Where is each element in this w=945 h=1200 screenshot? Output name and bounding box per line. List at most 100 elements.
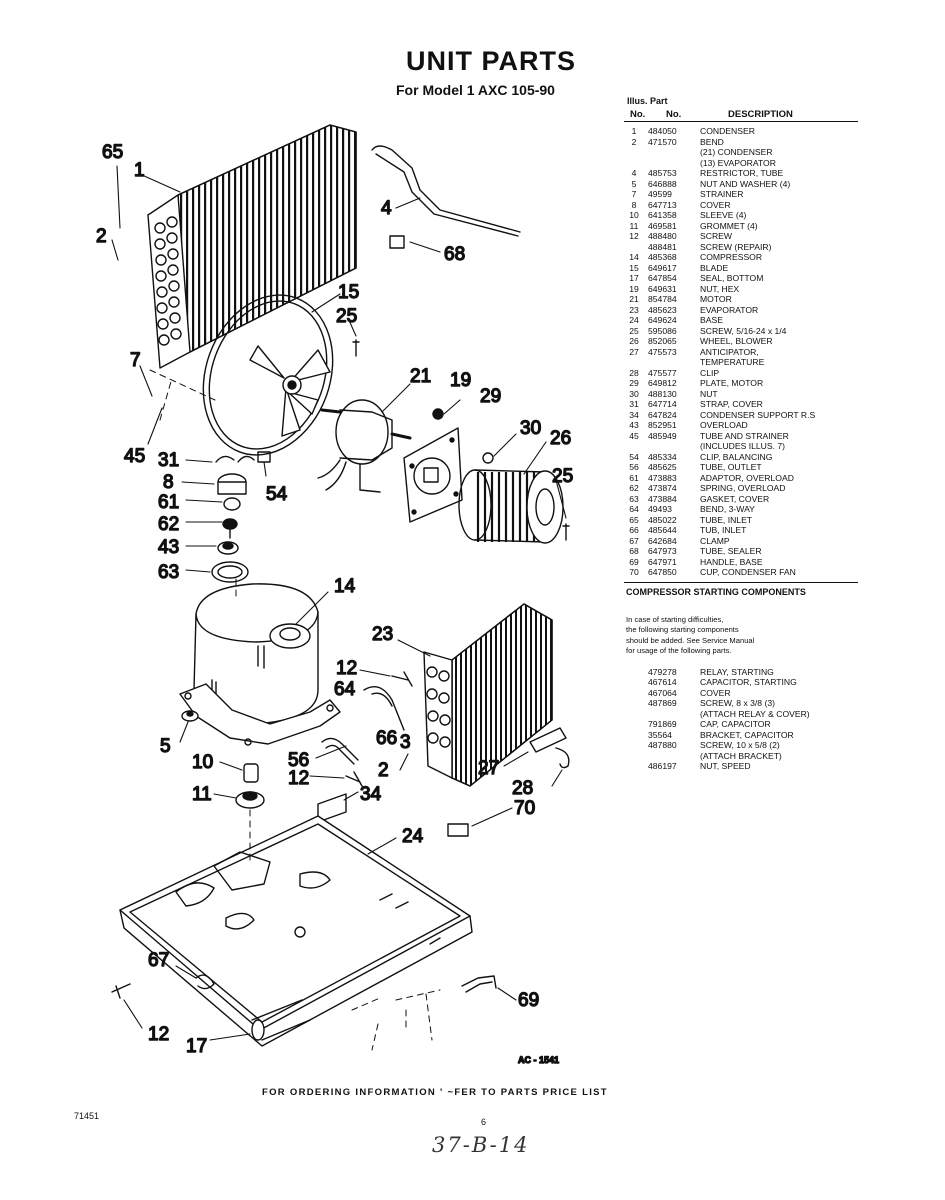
description-cell: NUT, HEX xyxy=(700,283,740,294)
motor-plate xyxy=(403,427,463,523)
part-no-cell: 595086 xyxy=(648,325,677,336)
description-cell: SLEEVE (4) xyxy=(700,210,747,220)
part-no-cell: 469581 xyxy=(648,220,677,231)
description-cell: COVER xyxy=(700,199,731,210)
clip-28 xyxy=(555,747,570,769)
description-cell: BEND, 3-WAY xyxy=(700,504,755,514)
description-cell: (ATTACH BRACKET) xyxy=(700,750,782,761)
illus-no-cell: 25 xyxy=(629,325,639,336)
restrictor-tube xyxy=(371,145,521,233)
part-no-cell: 485753 xyxy=(648,168,677,178)
illus-no-cell: 11 xyxy=(629,220,639,231)
blower-wheel xyxy=(458,469,564,544)
description-cell: SCREW xyxy=(700,231,732,241)
svg-text:64: 64 xyxy=(334,679,356,700)
illus-no-cell: 15 xyxy=(629,262,639,273)
description-cell: ADAPTOR, OVERLOAD xyxy=(700,472,794,483)
note-line: the following starting components xyxy=(626,625,739,634)
svg-text:12: 12 xyxy=(336,658,357,679)
screw-12c xyxy=(111,983,131,999)
illus-no-cell: 61 xyxy=(629,472,639,483)
description-cell: CUP, CONDENSER FAN xyxy=(700,567,796,577)
fan-cup xyxy=(447,823,469,837)
illus-no-cell: 56 xyxy=(629,462,639,472)
drawing-code: AC - 1541 xyxy=(518,1055,559,1065)
nut-and-washer xyxy=(181,710,199,722)
three-way-bend xyxy=(363,686,405,731)
description-cell: SCREW (REPAIR) xyxy=(700,241,772,252)
illus-no-cell: 12 xyxy=(629,231,639,241)
compressor-note: In case of starting difficulties,the fol… xyxy=(626,615,858,657)
illus-no-cell: 14 xyxy=(629,252,639,262)
part-no-cell: 647824 xyxy=(648,409,677,420)
svg-text:10: 10 xyxy=(192,752,213,773)
page-number: 6 xyxy=(481,1117,487,1127)
part-no-cell: 467064 xyxy=(648,687,677,698)
callout-labels: 65 1 2 7 45 4 68 15 25 21 19 29 30 26 25… xyxy=(95,141,574,1057)
svg-text:54: 54 xyxy=(266,484,288,505)
fan-blade xyxy=(202,294,334,456)
part-no-cell: 473884 xyxy=(648,493,677,504)
description-cell: BRACKET, CAPACITOR xyxy=(700,729,794,740)
description-cell: HANDLE, BASE xyxy=(700,556,763,567)
description-cell: NUT, SPEED xyxy=(700,761,751,771)
illus-no-cell: 66 xyxy=(629,525,639,535)
description-cell: CAP, CAPACITOR xyxy=(700,719,771,729)
base-pan xyxy=(119,815,473,1047)
svg-text:12: 12 xyxy=(288,768,309,789)
svg-text:68: 68 xyxy=(444,244,465,265)
svg-text:4: 4 xyxy=(381,198,392,219)
part-no-cell: 479278 xyxy=(648,666,677,677)
section-divider xyxy=(624,581,858,583)
part-no-cell: 485625 xyxy=(648,462,677,472)
illus-no-cell: 27 xyxy=(629,346,639,357)
part-no-cell: 473874 xyxy=(648,483,677,493)
svg-text:23: 23 xyxy=(372,624,393,645)
svg-text:17: 17 xyxy=(186,1036,207,1057)
description-cell: TUBE, INLET xyxy=(700,514,753,525)
illus-no-cell: 68 xyxy=(629,546,639,556)
overload-assembly xyxy=(211,455,255,583)
svg-text:19: 19 xyxy=(450,370,471,391)
description-cell: BLADE xyxy=(700,262,729,273)
part-no-cell: 649617 xyxy=(648,262,677,273)
compressor-row: (ATTACH RELAY & COVER) xyxy=(624,709,858,720)
description-cell: PLATE, MOTOR xyxy=(700,378,764,388)
part-no-cell: 485334 xyxy=(648,451,677,462)
outlet-tube xyxy=(321,737,359,765)
svg-text:2: 2 xyxy=(378,760,389,781)
illus-no-cell: 64 xyxy=(629,504,639,514)
part-no-cell: 647850 xyxy=(648,567,677,577)
part-no-cell: 485644 xyxy=(648,525,677,535)
compressor-row: (ATTACH BRACKET) xyxy=(624,751,858,762)
svg-text:34: 34 xyxy=(360,784,382,805)
bottom-seal xyxy=(251,999,311,1041)
parts-row: 25 595086 SCREW, 5/16-24 x 1/4 xyxy=(624,326,858,337)
table-header-row: No. No. DESCRIPTION xyxy=(624,107,858,122)
description-cell: GASKET, COVER xyxy=(700,493,770,504)
illus-no-cell: 70 xyxy=(629,567,639,577)
parts-row: (13) EVAPORATOR xyxy=(624,158,858,169)
base-handle xyxy=(461,975,497,993)
illus-no-cell: 21 xyxy=(629,294,639,304)
part-no-cell: 475577 xyxy=(648,367,677,378)
svg-text:21: 21 xyxy=(410,366,431,387)
part-no-cell: 647714 xyxy=(648,399,677,409)
part-no-cell: 484050 xyxy=(648,126,677,136)
description-cell: SCREW, 5/16-24 x 1/4 xyxy=(700,325,787,336)
